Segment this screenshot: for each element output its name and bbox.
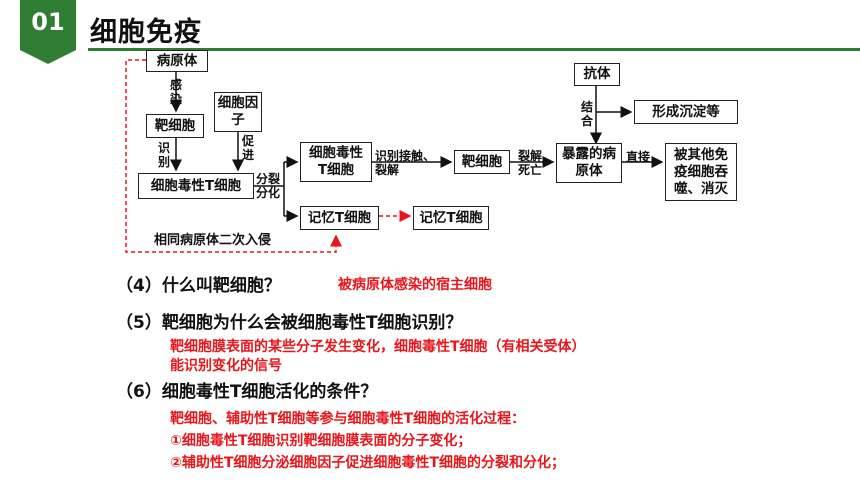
exposed-pathogen-box: 暴露的病原体 bbox=[556, 143, 622, 183]
question-6: （6）细胞毒性T细胞活化的条件？ bbox=[116, 382, 378, 402]
promote-label: 促进 bbox=[241, 134, 254, 162]
memory-t-box-2: 记忆T细胞 bbox=[413, 206, 489, 230]
memory-t-box-1: 记忆T细胞 bbox=[300, 206, 379, 230]
target-cell-box-2: 靶细胞 bbox=[454, 150, 510, 174]
precipitate-box: 形成沉淀等 bbox=[634, 100, 738, 124]
section-number: 01 bbox=[31, 8, 65, 36]
title-underline bbox=[88, 48, 860, 51]
pathogen-box: 病原体 bbox=[146, 50, 208, 72]
second-invasion-label: 相同病原体二次入侵 bbox=[154, 233, 272, 248]
answer-6-line-2: ①细胞毒性T细胞识别靶细胞膜表面的分子变化； bbox=[170, 433, 472, 449]
combine-label: 结合 bbox=[580, 100, 593, 128]
antibody-box: 抗体 bbox=[574, 63, 620, 86]
target-cell-box-1: 靶细胞 bbox=[146, 114, 204, 138]
direct-label: 直接 bbox=[626, 150, 651, 164]
answer-4: 被病原体感染的宿主细胞 bbox=[338, 277, 492, 293]
question-4: （4）什么叫靶细胞？ bbox=[116, 276, 281, 296]
phagocytosis-box: 被其他免疫细胞吞噬、消灭 bbox=[665, 143, 737, 201]
answer-6-line-3: ②辅助性T细胞分泌细胞因子促进细胞毒性T细胞的分裂和分化； bbox=[170, 455, 565, 471]
question-5: （5）靶细胞为什么会被细胞毒性T细胞识别？ bbox=[116, 313, 463, 333]
split-diff-label: 分裂分化 bbox=[256, 172, 281, 200]
answer-5-line-1: 靶细胞膜表面的某些分子发生变化，细胞毒性T细胞（有相关受体） bbox=[170, 339, 586, 355]
identify-contact-label: 识别接触、裂解 bbox=[375, 149, 436, 177]
section-badge bbox=[20, 0, 76, 64]
identify-label-1: 识别 bbox=[157, 141, 170, 169]
lysis-death-label: 裂解死亡 bbox=[518, 149, 543, 177]
infect-label: 感染 bbox=[169, 78, 182, 106]
cytotoxic-t-box-2: 细胞毒性T细胞 bbox=[300, 142, 372, 182]
cytotoxic-t-box-1: 细胞毒性T细胞 bbox=[138, 173, 254, 199]
page-title: 细胞免疫 bbox=[90, 17, 202, 48]
cytokine-box: 细胞因子 bbox=[214, 92, 262, 132]
answer-5-line-2: 能识别变化的信号 bbox=[170, 358, 282, 374]
answer-6-line-1: 靶细胞、辅助性T细胞等参与细胞毒性T细胞的活化过程： bbox=[170, 411, 526, 427]
